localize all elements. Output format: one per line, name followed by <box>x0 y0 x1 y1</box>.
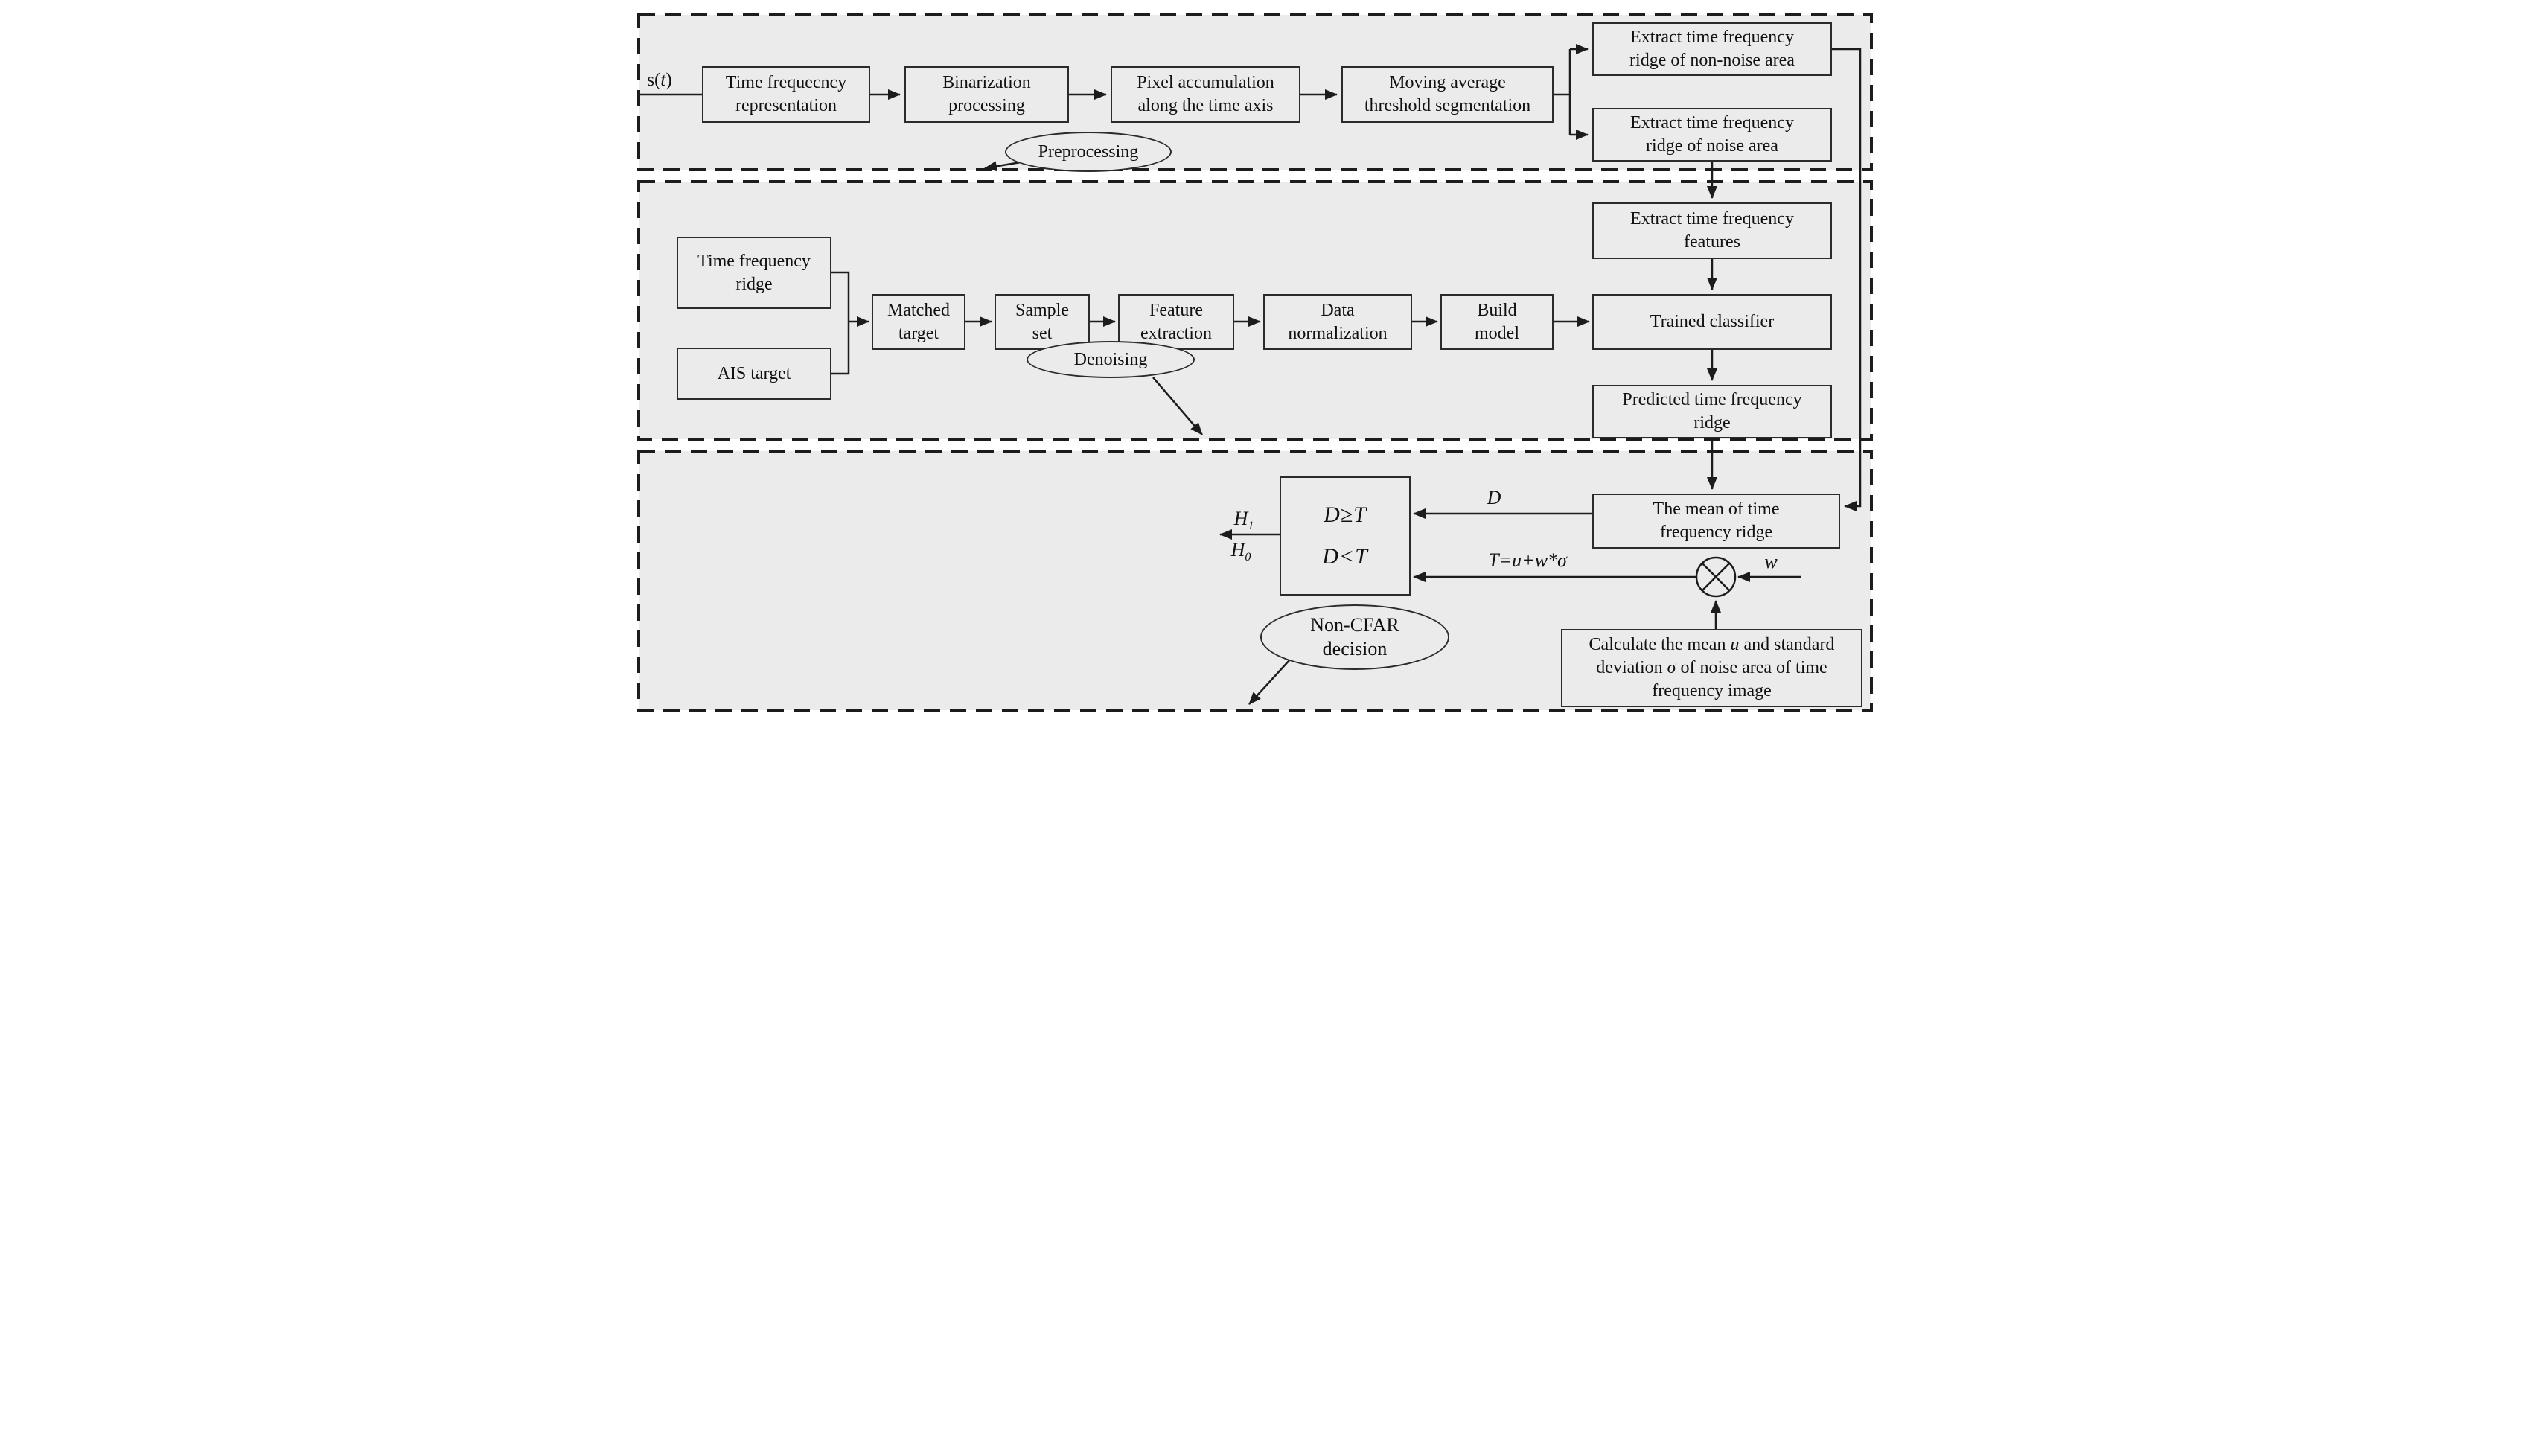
box-moving-average-threshold: Moving average threshold segmentation <box>1341 66 1554 123</box>
box-text-line: ridge of non-noise area <box>1629 51 1795 70</box>
box-text-line: deviation σ of noise area of time <box>1596 657 1827 680</box>
box-time-frequency-representation: Time frequecncy representation <box>702 66 870 123</box>
box-extract-tf-features: Extract time frequency features <box>1592 202 1832 259</box>
box-text-line: set <box>1032 323 1053 343</box>
ellipse-text-line: Denoising <box>1073 350 1148 369</box>
box-predicted-tf-ridge: Predicted time frequency ridge <box>1592 385 1832 438</box>
box-text-line: target <box>898 323 939 343</box>
box-text-line: Extract time frequency <box>1630 209 1794 229</box>
box-text-line: extraction <box>1140 323 1212 343</box>
box-text-line: frequency ridge <box>1659 523 1773 542</box>
calc-text: and standard <box>1739 635 1835 655</box>
h1-sub: 1 <box>1248 520 1254 533</box>
input-signal-pre: s( <box>647 70 661 90</box>
box-text-line: along the time axis <box>1137 96 1274 115</box>
box-text-line: model <box>1475 323 1519 343</box>
box-text-line: AIS target <box>717 363 791 383</box>
box-text-line: Pixel accumulation <box>1137 73 1274 93</box>
input-signal-post: ) <box>665 70 672 90</box>
pointer-non-cfar <box>1248 659 1291 705</box>
box-decision-threshold: D≥T D<T <box>1280 476 1411 596</box>
ellipse-preprocessing-label: Preprocessing <box>1005 132 1172 172</box>
box-text-line: Extract time frequency <box>1630 28 1794 48</box>
bracket-inputs <box>831 271 850 375</box>
hypothesis-h1-label: H1 <box>1225 508 1263 533</box>
input-signal-var: t <box>660 70 666 90</box>
hypothesis-h0-label: H0 <box>1222 539 1260 564</box>
input-signal-label: s(t) <box>638 70 681 91</box>
box-binarization-processing: Binarization processing <box>904 66 1069 123</box>
box-text-line: ridge <box>735 274 773 294</box>
weight-w-label: w <box>1764 551 1778 572</box>
box-feature-extraction: Feature extraction <box>1118 294 1234 350</box>
ellipse-text-line: Non-CFAR <box>1310 613 1399 636</box>
box-text-line: Predicted time frequency <box>1622 390 1802 410</box>
box-build-model: Build model <box>1440 294 1554 350</box>
box-text-line: processing <box>948 96 1025 115</box>
box-text-line: Moving average <box>1389 73 1506 93</box>
threshold-formula-label: T=u+w*σ <box>1488 549 1567 571</box>
multiplier-cross-2 <box>1701 562 1731 592</box>
box-text-line: normalization <box>1288 323 1388 343</box>
box-data-normalization: Data normalization <box>1263 294 1412 350</box>
h1-base: H <box>1233 508 1248 529</box>
box-text-line: ridge of noise area <box>1646 136 1778 156</box>
box-text-line: Matched <box>887 300 950 320</box>
box-text-line: The mean of time <box>1653 499 1780 520</box>
connectors <box>639 44 1862 705</box>
decision-condition-2: D<T <box>1322 544 1368 569</box>
box-text-line: Time frequency <box>697 251 811 271</box>
box-text-line: Trained classifier <box>1650 312 1775 332</box>
pointer-denoising <box>1152 377 1203 435</box>
box-text-line: features <box>1684 232 1740 252</box>
ellipse-text-line: Preprocessing <box>1038 142 1139 162</box>
box-text-line: Data <box>1321 300 1355 320</box>
box-text-line: threshold segmentation <box>1364 96 1531 115</box>
box-text-line: ridge <box>1693 413 1731 432</box>
box-text-line: Build <box>1477 300 1517 320</box>
calc-text: Calculate the mean <box>1589 635 1731 655</box>
decision-condition-1: D≥T <box>1324 502 1367 527</box>
calc-var-u: u <box>1730 635 1740 655</box>
h0-sub: 0 <box>1245 551 1251 564</box>
ellipse-text-line: decision <box>1322 638 1388 660</box>
box-text-line: frequency image <box>1652 680 1772 700</box>
box-extract-ridge-non-noise: Extract time frequency ridge of non-nois… <box>1592 22 1832 76</box>
box-pixel-accumulation: Pixel accumulation along the time axis <box>1111 66 1300 123</box>
h0-base: H <box>1230 539 1245 561</box>
box-matched-target: Matched target <box>872 294 965 350</box>
box-text-line: Extract time frequency <box>1630 113 1794 133</box>
box-text-line: Time frequecncy <box>725 73 847 93</box>
box-trained-classifier: Trained classifier <box>1592 294 1832 350</box>
calc-text: deviation <box>1596 658 1667 678</box>
box-text-line: Feature <box>1149 300 1203 320</box>
route-nonnoise-to-mean <box>1832 48 1862 511</box>
calc-text: of noise area of time <box>1676 658 1827 678</box>
box-sample-set: Sample set <box>995 294 1090 350</box>
calc-var-sigma: σ <box>1667 658 1676 678</box>
box-ais-target: AIS target <box>677 348 831 400</box>
d-value-label: D <box>1487 487 1501 508</box>
ellipse-non-cfar-label: Non-CFAR decision <box>1260 604 1449 670</box>
box-extract-ridge-noise: Extract time frequency ridge of noise ar… <box>1592 108 1832 162</box>
box-calculate-mean-std: Calculate the mean u and standard deviat… <box>1561 629 1862 707</box>
ellipse-denoising-label: Denoising <box>1027 341 1195 378</box>
box-time-frequency-ridge: Time frequency ridge <box>677 237 831 309</box>
box-text-line: Calculate the mean u and standard <box>1589 633 1835 657</box>
flowchart-canvas: s(t) Time frequecncy representation Bina… <box>630 0 1892 728</box>
box-text-line: representation <box>735 96 837 115</box>
box-text-line: Binarization <box>942 73 1031 93</box>
box-mean-tf-ridge: The mean of time frequency ridge <box>1592 494 1840 549</box>
box-text-line: Sample <box>1015 300 1069 320</box>
